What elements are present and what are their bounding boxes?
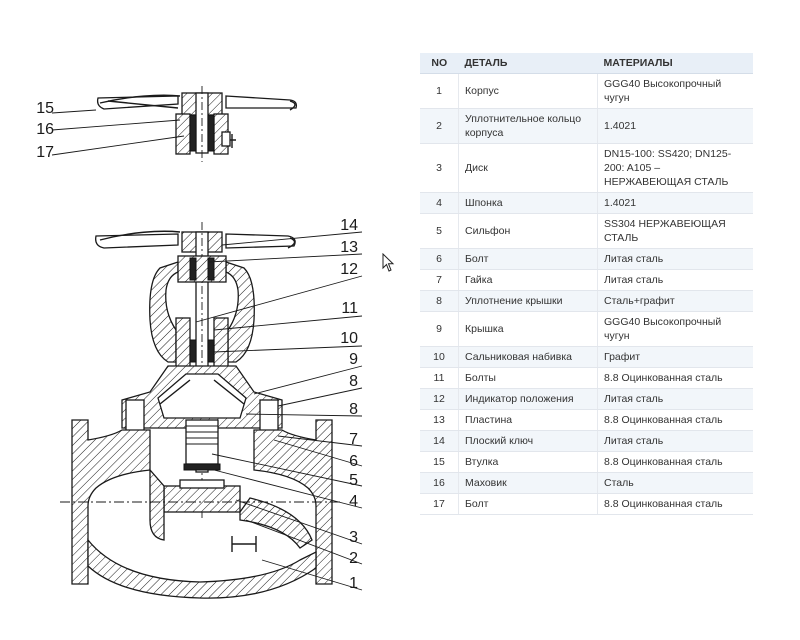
- callout-15: 15: [36, 100, 54, 117]
- cell-material: 1.4021: [597, 192, 753, 214]
- cell-material: Литая сталь: [597, 269, 753, 291]
- mouse-pointer-icon: [382, 253, 395, 272]
- cell-material: SS304 НЕРЖАВЕЮЩАЯ СТАЛЬ: [597, 213, 753, 249]
- callout-16: 16: [36, 121, 54, 138]
- cell-material: GGG40 Высокопрочный чугун: [597, 311, 753, 347]
- cell-part: Маховик: [458, 472, 598, 494]
- cell-no: 2: [420, 108, 459, 144]
- cell-material: Литая сталь: [597, 388, 753, 410]
- callout-2: 2: [349, 550, 358, 567]
- cell-material: DN15-100: SS420; DN125-200: A105 – НЕРЖА…: [597, 143, 753, 193]
- cell-no: 11: [420, 367, 459, 389]
- callout-8-upper: 8: [349, 373, 358, 390]
- callout-8-lower: 8: [349, 401, 358, 418]
- callout-4: 4: [349, 493, 358, 510]
- cell-part: Болт: [458, 493, 598, 515]
- cell-material: Литая сталь: [597, 430, 753, 452]
- cell-material: Сталь+графит: [597, 290, 753, 312]
- cell-part: Сильфон: [458, 213, 598, 249]
- cell-part: Крышка: [458, 311, 598, 347]
- cell-no: 15: [420, 451, 459, 473]
- cell-part: Болт: [458, 248, 598, 270]
- cell-no: 10: [420, 346, 459, 368]
- callout-9: 9: [349, 351, 358, 368]
- cell-no: 14: [420, 430, 459, 452]
- callout-7: 7: [349, 431, 358, 448]
- cell-material: 8.8 Оцинкованная сталь: [597, 451, 753, 473]
- cell-part: Сальниковая набивка: [458, 346, 598, 368]
- callout-12: 12: [340, 261, 358, 278]
- cell-no: 6: [420, 248, 459, 270]
- cell-part: Уплотнение крышки: [458, 290, 598, 312]
- callout-5: 5: [349, 472, 358, 489]
- cell-part: Плоский ключ: [458, 430, 598, 452]
- handwheel-detail-view: [96, 86, 298, 162]
- callout-10: 10: [340, 330, 358, 347]
- cell-no: 1: [420, 73, 459, 109]
- cell-part: Корпус: [458, 73, 598, 109]
- header-part: ДЕТАЛЬ: [458, 53, 598, 74]
- cell-material: 8.8 Оцинкованная сталь: [597, 493, 753, 515]
- callout-1: 1: [349, 575, 358, 592]
- cell-material: Сталь: [597, 472, 753, 494]
- cell-material: GGG40 Высокопрочный чугун: [597, 73, 753, 109]
- cell-no: 7: [420, 269, 459, 291]
- cell-material: Графит: [597, 346, 753, 368]
- cell-no: 17: [420, 493, 459, 515]
- table-header-row: NO ДЕТАЛЬ МАТЕРИАЛЫ: [420, 53, 753, 74]
- valve-main-section: [60, 222, 340, 599]
- cell-material: 8.8 Оцинкованная сталь: [597, 367, 753, 389]
- cell-material: 8.8 Оцинкованная сталь: [597, 409, 753, 431]
- cell-no: 3: [420, 143, 459, 193]
- callout-3: 3: [349, 529, 358, 546]
- cell-no: 13: [420, 409, 459, 431]
- cell-no: 12: [420, 388, 459, 410]
- cell-part: Втулка: [458, 451, 598, 473]
- callout-14: 14: [340, 217, 358, 234]
- callout-17: 17: [36, 144, 54, 161]
- callout-leaders: [195, 231, 363, 591]
- callout-11: 11: [341, 300, 358, 317]
- cell-no: 16: [420, 472, 459, 494]
- cell-material: 1.4021: [597, 108, 753, 144]
- cell-material: Литая сталь: [597, 248, 753, 270]
- cell-no: 9: [420, 311, 459, 347]
- cell-part: Уплотнительное кольцо корпуса: [458, 108, 598, 144]
- callout-6: 6: [349, 453, 358, 470]
- cell-part: Гайка: [458, 269, 598, 291]
- header-material: МАТЕРИАЛЫ: [597, 53, 753, 74]
- cell-part: Диск: [458, 143, 598, 193]
- cell-no: 5: [420, 213, 459, 249]
- callout-13: 13: [340, 239, 358, 256]
- cell-part: Пластина: [458, 409, 598, 431]
- cell-no: 8: [420, 290, 459, 312]
- cell-part: Болты: [458, 367, 598, 389]
- header-no: NO: [420, 53, 459, 74]
- cell-no: 4: [420, 192, 459, 214]
- cell-part: Шпонка: [458, 192, 598, 214]
- valve-cross-section-drawing: 15 16 17 14 13 12 11 10 9 8 8 7 6 5 4 3 …: [36, 86, 363, 599]
- cell-part: Индикатор положения: [458, 388, 598, 410]
